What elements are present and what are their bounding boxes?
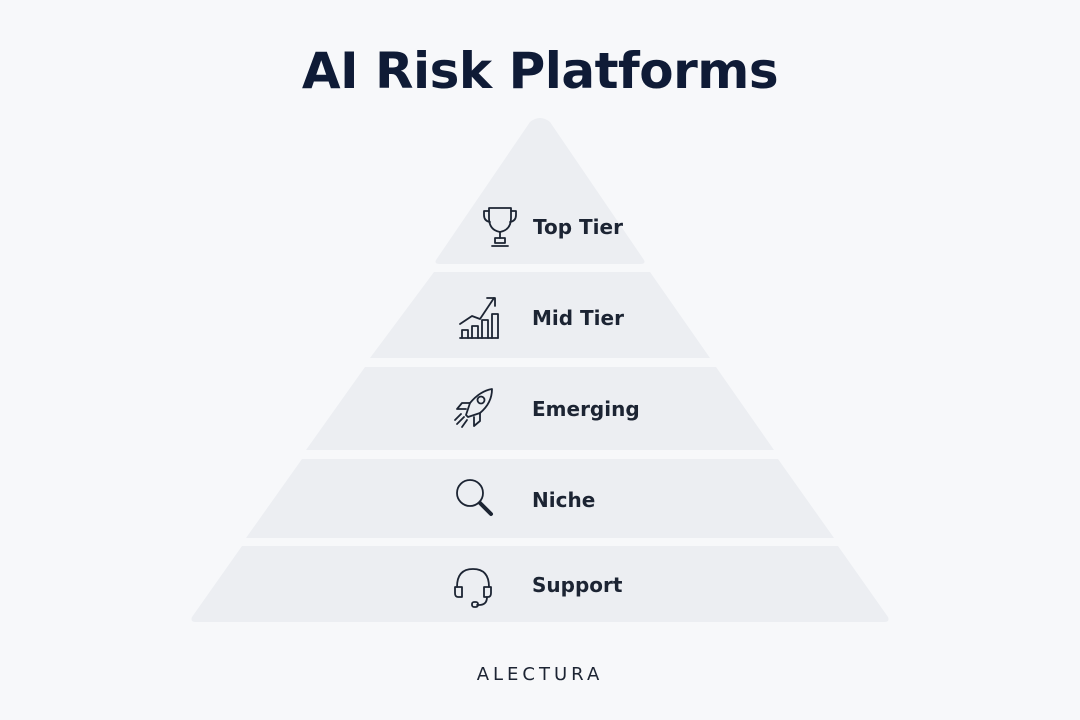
tier-emerging-label: Emerging [532,397,640,421]
brand-logo: ALECTURA [476,664,604,685]
tier-top: Top Tier [435,118,645,264]
rocket-icon [454,388,493,428]
tier-top-label: Top Tier [533,215,623,239]
page-title: AI Risk Platforms [301,42,779,100]
tier-support: Support [191,546,889,622]
tier-niche: Niche [246,459,834,538]
tier-top-shape [435,118,645,264]
tier-support-shape [191,546,889,622]
headset-icon [454,568,492,608]
tier-emerging: Emerging [306,367,774,450]
trophy-icon [483,207,517,247]
growth-chart-icon [459,297,499,339]
tier-support-label: Support [532,573,623,597]
tier-mid-label: Mid Tier [532,306,624,330]
tier-emerging-shape [306,367,774,450]
tier-niche-shape [246,459,834,538]
tier-niche-label: Niche [532,488,595,512]
tier-mid: Mid Tier [370,272,710,358]
tier-mid-shape [370,272,710,358]
magnifier-icon [456,479,493,516]
